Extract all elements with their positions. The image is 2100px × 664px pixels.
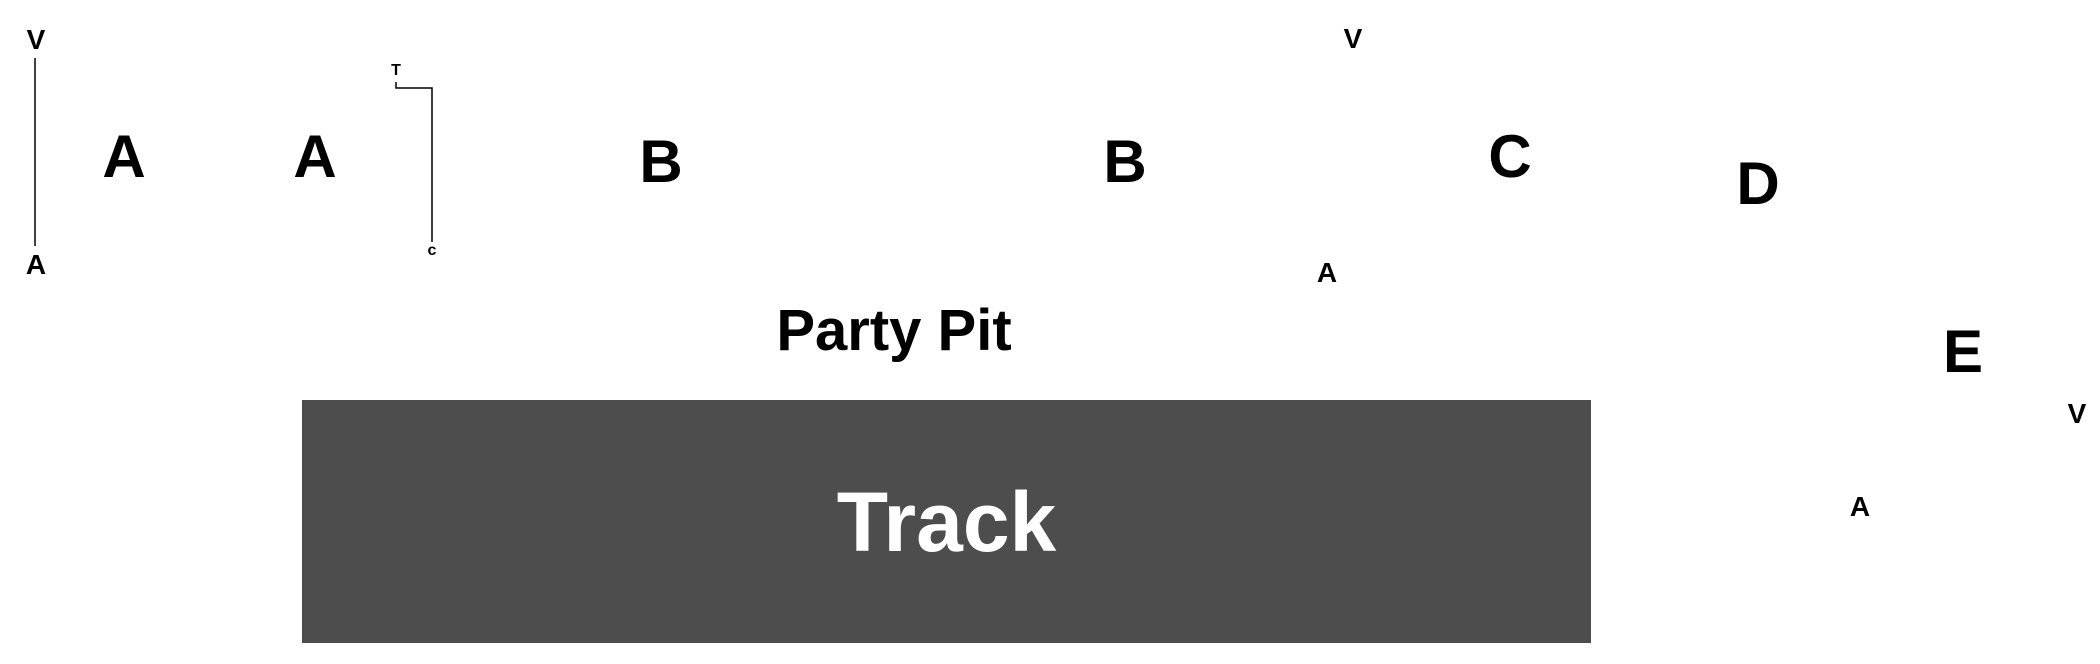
section-b-left[interactable]: B [639, 128, 683, 195]
party-pit-zone[interactable]: Party Pit [776, 298, 1012, 363]
left-top-marker: V [26, 24, 46, 55]
bracket-bottom-marker: c [427, 242, 437, 259]
section-e[interactable]: E [1942, 318, 1984, 385]
section-a-right[interactable]: A [293, 123, 337, 190]
mid-top-marker: V [1343, 23, 1363, 54]
mid-bottom-marker: A [1316, 257, 1338, 288]
track-label: Track [836, 474, 1057, 569]
section-a-left[interactable]: A [102, 123, 146, 190]
section-b-right[interactable]: B [1103, 128, 1147, 195]
bracket-dimension-line [395, 82, 433, 242]
track-zone[interactable]: Track [302, 400, 1591, 643]
left-bottom-marker: A [25, 249, 47, 280]
right-bottom-marker: A [1849, 491, 1871, 522]
bracket-top-marker: T [391, 62, 401, 79]
section-d[interactable]: D [1736, 150, 1780, 217]
right-top-marker: V [2067, 398, 2087, 429]
section-c[interactable]: C [1488, 123, 1532, 190]
